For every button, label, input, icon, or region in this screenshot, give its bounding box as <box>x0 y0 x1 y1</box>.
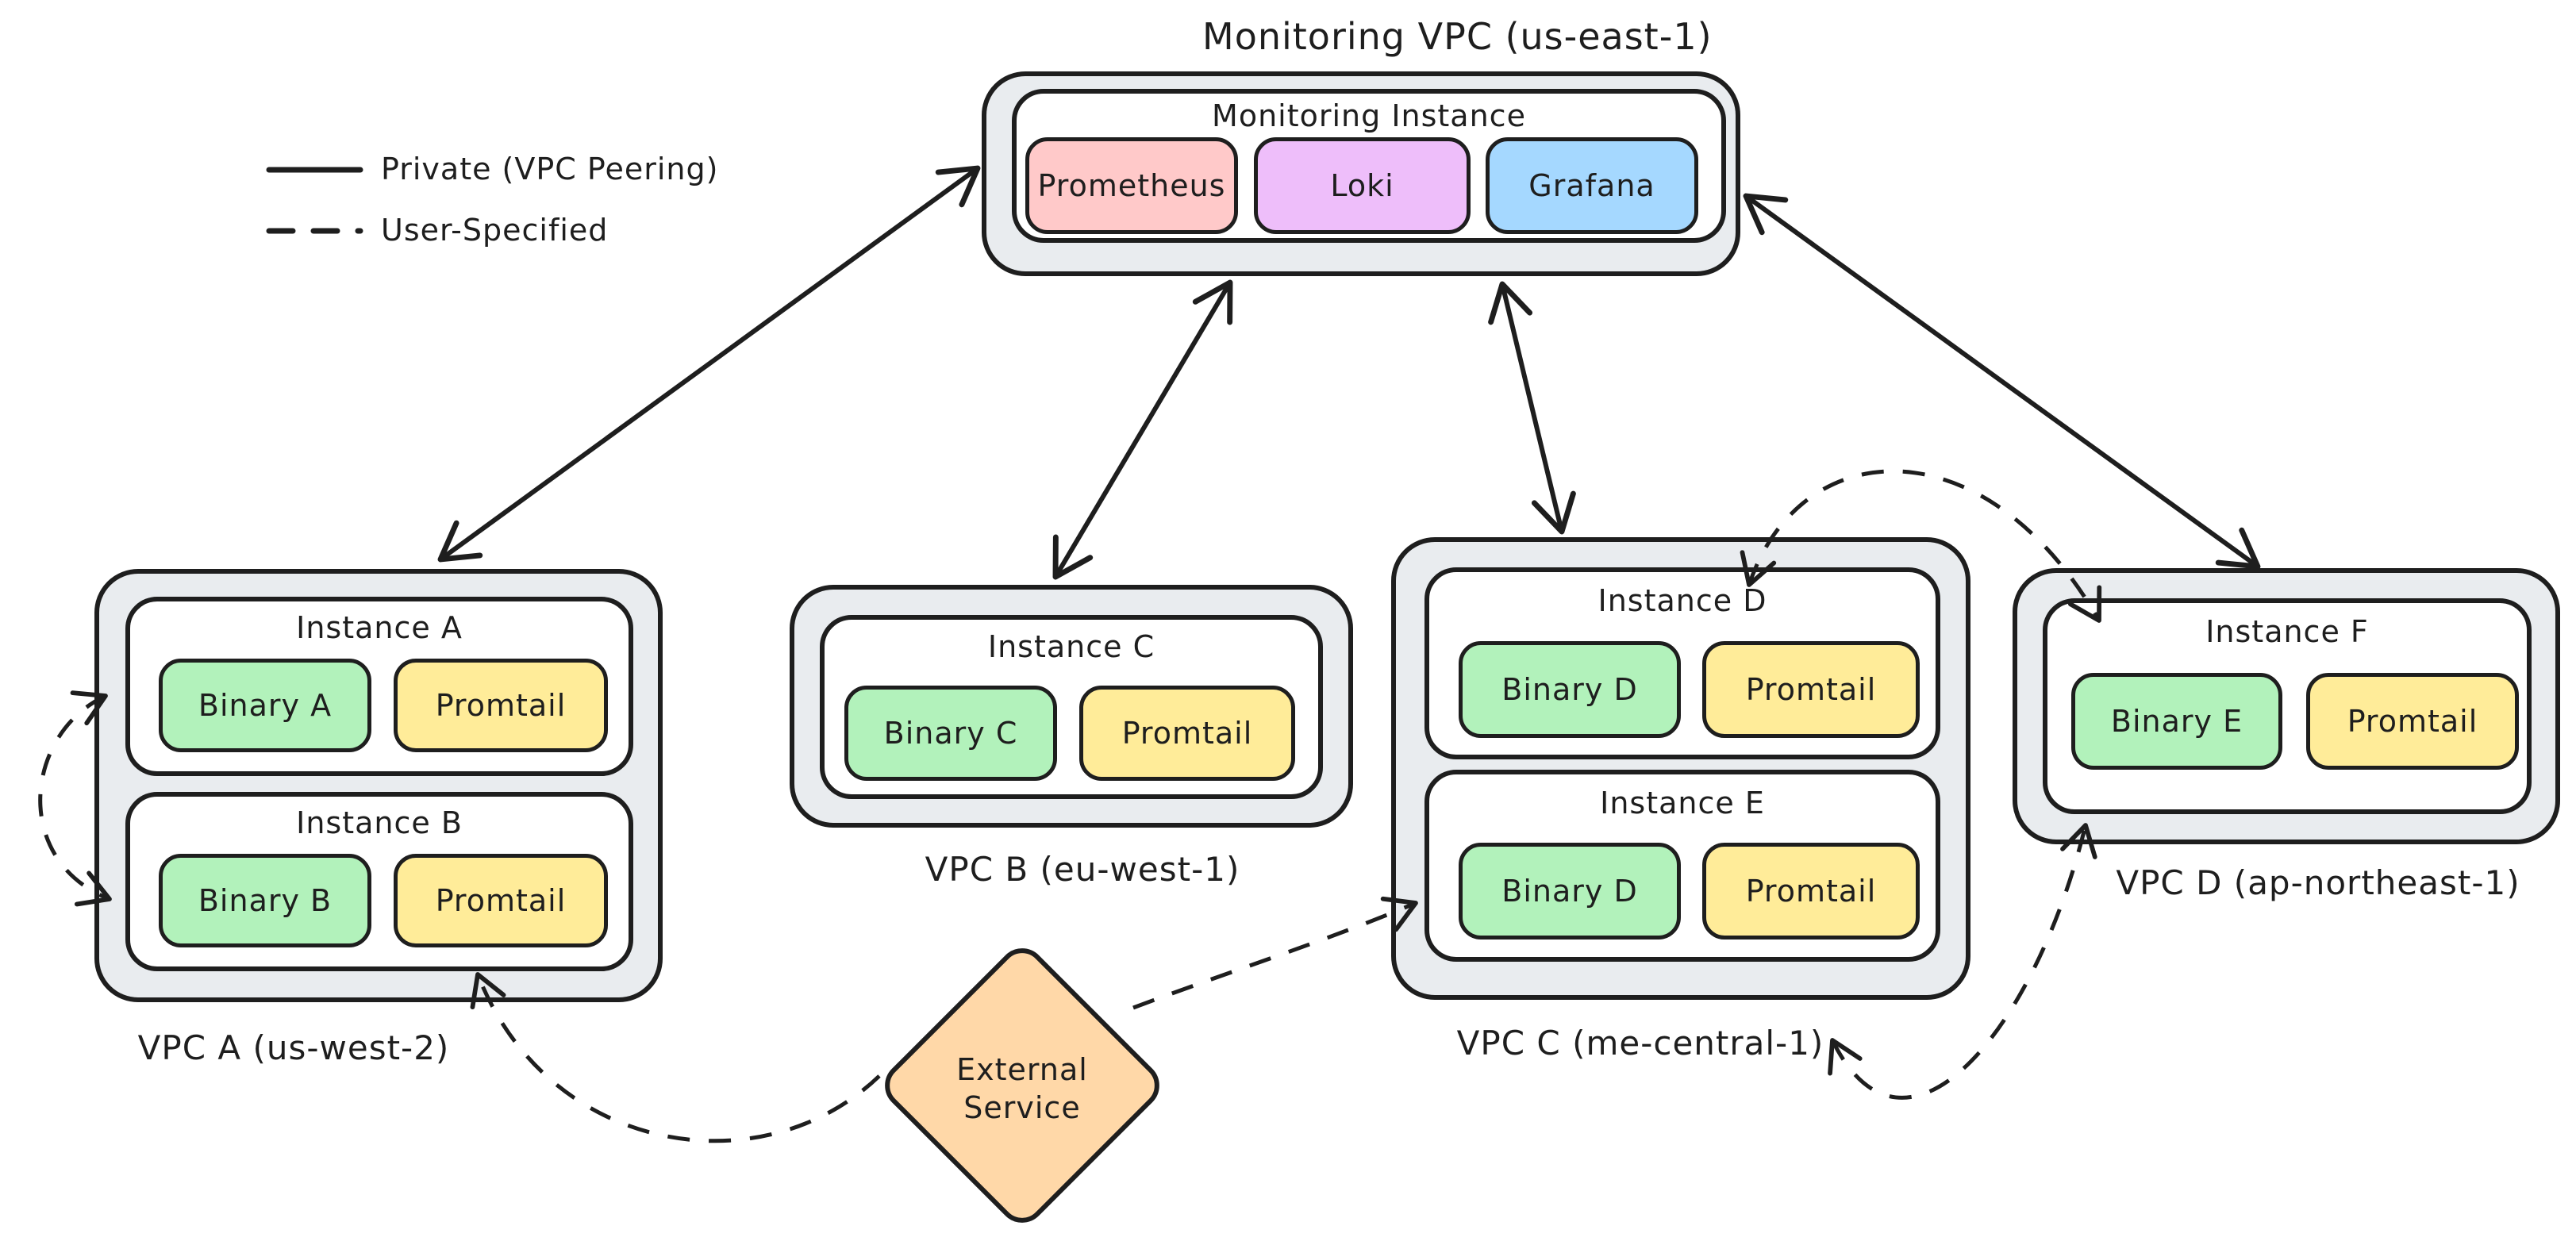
edge-monitoring-vpc-c <box>1488 281 1576 535</box>
promtail-f-box: Promtail <box>2306 673 2519 770</box>
vpc-d-label: VPC D (ap-northeast-1) <box>2116 863 2520 902</box>
external-service-label-line1: External <box>956 1052 1088 1087</box>
instance-d-title: Instance D <box>1598 583 1767 618</box>
promtail-a-label: Promtail <box>435 688 567 723</box>
promtail-e-box: Promtail <box>1702 843 1920 940</box>
binary-c-label: Binary C <box>883 716 1018 751</box>
loki-box: Loki <box>1254 137 1471 234</box>
vpc-c-label: VPC C (me-central-1) <box>1456 1024 1824 1062</box>
binary-d2-box: Binary D <box>1459 843 1681 940</box>
external-service-label-line2: Service <box>963 1090 1081 1125</box>
binary-d-label: Binary D <box>1501 672 1638 707</box>
grafana-box: Grafana <box>1486 137 1698 234</box>
edge-monitoring-vpc-d <box>1743 193 2261 570</box>
instance-b-title: Instance B <box>296 805 463 840</box>
binary-e-box: Binary E <box>2071 673 2282 770</box>
prometheus-label: Prometheus <box>1037 168 1226 203</box>
binary-a-box: Binary A <box>159 659 371 752</box>
binary-b-label: Binary B <box>198 883 333 918</box>
legend-private-label: Private (VPC Peering) <box>381 152 719 186</box>
loki-label: Loki <box>1330 168 1394 203</box>
monitoring-vpc-title: Monitoring VPC (us-east-1) <box>1202 15 1713 58</box>
promtail-c-label: Promtail <box>1121 716 1253 751</box>
instance-a-title: Instance A <box>296 610 463 645</box>
promtail-c-box: Promtail <box>1079 686 1295 781</box>
binary-d2-label: Binary D <box>1501 874 1638 909</box>
prometheus-box: Prometheus <box>1025 137 1238 234</box>
edge-monitoring-vpc-b <box>1052 279 1233 580</box>
binary-c-box: Binary C <box>844 686 1057 781</box>
promtail-b-box: Promtail <box>394 854 608 947</box>
promtail-e-label: Promtail <box>1745 874 1877 909</box>
binary-a-label: Binary A <box>198 688 333 723</box>
promtail-f-label: Promtail <box>2347 704 2478 739</box>
promtail-b-label: Promtail <box>435 883 567 918</box>
instance-f-title: Instance F <box>2205 614 2369 649</box>
promtail-a-box: Promtail <box>394 659 608 752</box>
promtail-d-box: Promtail <box>1702 641 1920 738</box>
promtail-d-label: Promtail <box>1745 672 1877 707</box>
instance-e-title: Instance E <box>1600 786 1765 820</box>
grafana-label: Grafana <box>1528 168 1655 203</box>
vpc-a-label: VPC A (us-west-2) <box>137 1028 450 1067</box>
binary-e-label: Binary E <box>2110 704 2243 739</box>
legend-user-specified-label: User-Specified <box>381 213 609 248</box>
edge-external-vpc-c <box>1132 896 1418 1010</box>
monitoring-instance-label: Monitoring Instance <box>1212 98 1526 133</box>
binary-d-box: Binary D <box>1459 641 1681 738</box>
binary-b-box: Binary B <box>159 854 371 947</box>
vpc-b-label: VPC B (eu-west-1) <box>925 850 1240 889</box>
instance-c-title: Instance C <box>987 629 1155 664</box>
